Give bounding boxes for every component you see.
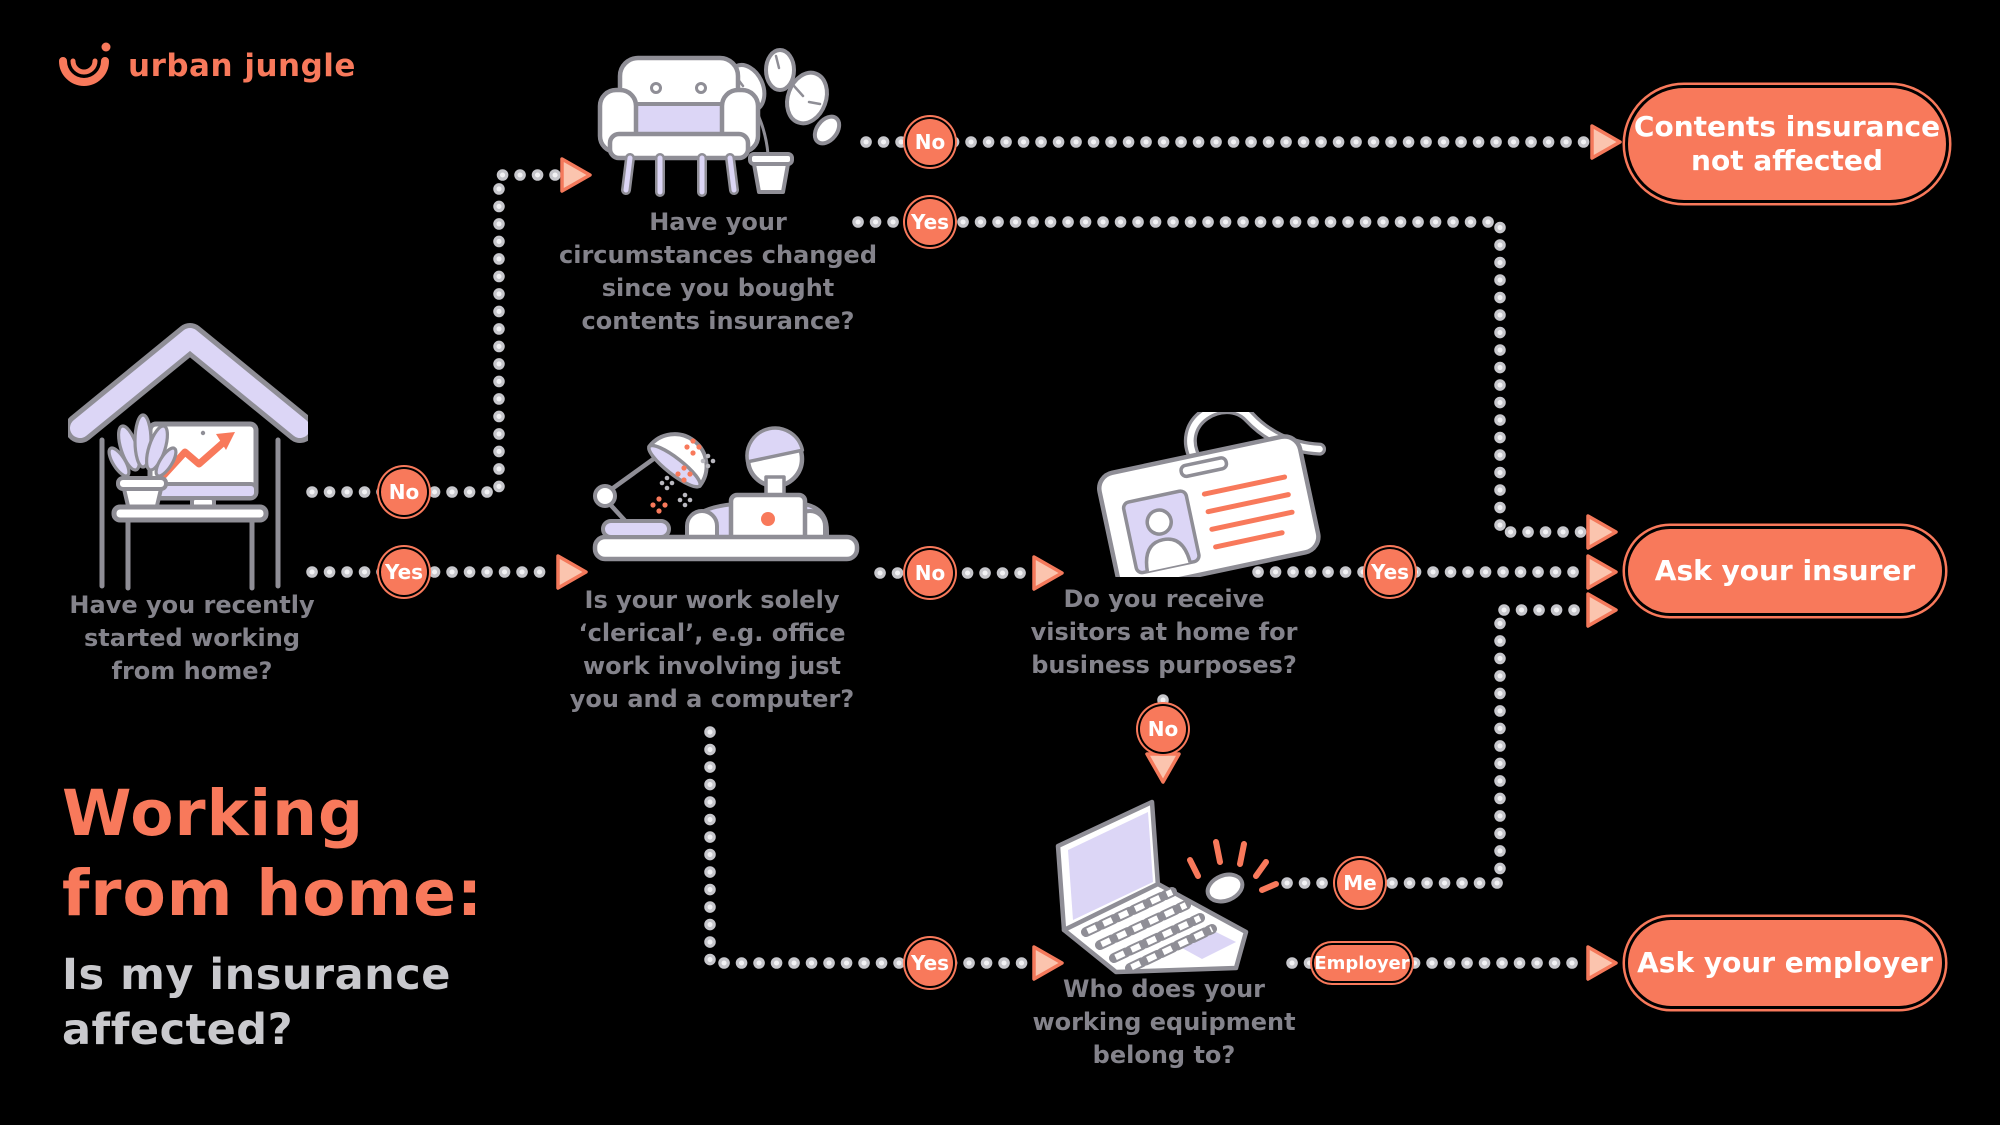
outcome-ask-employer: Ask your employer — [1628, 920, 1942, 1006]
question-line: Have your — [649, 208, 787, 236]
flow-arrow — [1145, 752, 1181, 784]
title-line: Working — [62, 777, 365, 850]
id-badge-icon — [1097, 412, 1327, 577]
label-clerical-no: No — [907, 550, 953, 596]
label-clerical-yes: Yes — [907, 940, 953, 986]
question-line: Who does your — [1062, 975, 1266, 1003]
label-home-no: No — [381, 469, 427, 515]
flow-line-circumstances-yes — [852, 216, 1618, 550]
question-line: Is your work solely — [584, 586, 840, 614]
label-home-yes: Yes — [381, 549, 427, 595]
flow-line-clerical-no — [874, 555, 1064, 591]
question-line: contents insurance? — [581, 307, 855, 335]
flow-arrow — [1586, 554, 1618, 590]
question-line: Have you recently — [69, 591, 315, 619]
logo-mark-icon — [59, 42, 111, 86]
flow-arrow — [1032, 945, 1064, 981]
outcome-not-affected: Contents insurance not affected — [1628, 88, 1946, 200]
question-line: from home? — [111, 657, 273, 685]
laptop-mouse-icon — [1055, 799, 1279, 975]
question-circumstances: Have your circumstances changed since yo… — [548, 206, 888, 338]
flow-line-visitors-yes — [1252, 554, 1618, 590]
flow-line-visitors-no — [1145, 694, 1181, 784]
question-line: Do you receive — [1063, 585, 1265, 613]
question-equipment: Who does your working equipment belong t… — [994, 973, 1334, 1072]
outcome-line: Contents insurance — [1633, 110, 1941, 143]
question-visitors: Do you receive visitors at home for busi… — [994, 583, 1334, 682]
question-line: belong to? — [1092, 1041, 1236, 1069]
question-line: ‘clerical’, e.g. office — [578, 619, 846, 647]
label-equipment-employer: Employer — [1314, 945, 1410, 981]
desk-worker-icon — [592, 426, 860, 562]
armchair-plant-icon — [597, 48, 842, 197]
sparkles — [650, 438, 702, 514]
logo-text: urban jungle — [128, 48, 356, 84]
subtitle-line: affected? — [62, 1005, 294, 1055]
label-circumstances-no: No — [907, 119, 953, 165]
outcome-line: not affected — [1691, 144, 1883, 177]
flow-line-clerical-yes — [704, 726, 1064, 981]
question-line: circumstances changed — [558, 241, 878, 269]
outcome-ask-insurer: Ask your insurer — [1628, 529, 1942, 613]
subtitle-line: Is my insurance — [62, 950, 451, 1000]
question-clerical: Is your work solely ‘clerical’, e.g. off… — [542, 584, 882, 716]
flow-arrow — [1586, 945, 1618, 981]
urban-jungle-logo: urban jungle — [52, 34, 356, 98]
question-line: you and a computer? — [569, 685, 855, 713]
question-line: work involving just — [582, 652, 842, 680]
label-circumstances-yes: Yes — [907, 199, 953, 245]
flow-arrow — [560, 157, 592, 193]
page-title: Working from home: Is my insurance affec… — [62, 774, 483, 1058]
flow-arrow — [1590, 124, 1622, 160]
sparkles-gray — [659, 453, 716, 508]
flow-arrow — [1032, 555, 1064, 591]
flow-line-home-no — [306, 157, 592, 498]
question-line: since you bought — [601, 274, 835, 302]
question-line: started working — [83, 624, 301, 652]
title-line: from home: — [62, 857, 484, 930]
label-visitors-yes: Yes — [1367, 549, 1413, 595]
flow-line-home-yes — [306, 554, 588, 590]
home-desk-icon — [68, 323, 308, 591]
question-line: visitors at home for — [1030, 618, 1298, 646]
flow-arrow — [1586, 592, 1618, 628]
question-line: working equipment — [1032, 1008, 1296, 1036]
flow-arrow — [1586, 514, 1618, 550]
label-equipment-me: Me — [1337, 860, 1383, 906]
flow-line-equipment-me — [1281, 592, 1618, 889]
label-visitors-no: No — [1140, 706, 1186, 752]
flow-line-circumstances-no — [860, 124, 1622, 160]
flow-arrow — [556, 554, 588, 590]
question-line: business purposes? — [1031, 651, 1297, 679]
question-home: Have you recently started working from h… — [22, 589, 362, 688]
